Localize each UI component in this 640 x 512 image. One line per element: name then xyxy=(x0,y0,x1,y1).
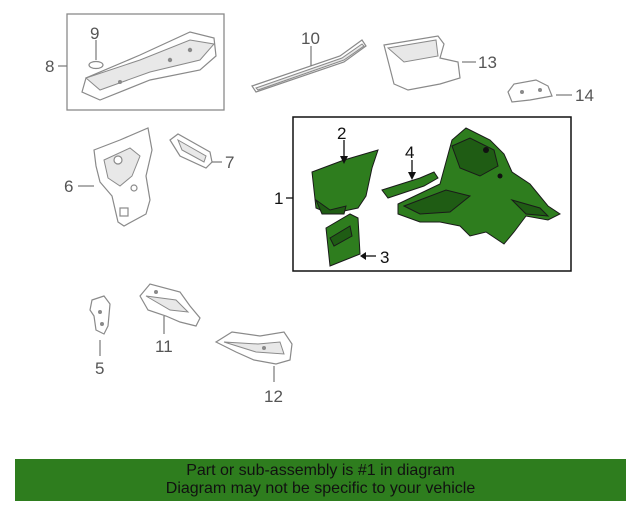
banner-line-1: Part or sub-assembly is #1 in diagram xyxy=(186,462,455,479)
callout-13: 13 xyxy=(478,53,497,72)
part-12-channel[interactable] xyxy=(214,331,293,365)
part-2-panel[interactable] xyxy=(311,149,379,215)
part-14-bracket[interactable] xyxy=(507,79,553,103)
callout-14: 14 xyxy=(575,86,594,105)
part-5-bracket[interactable] xyxy=(89,295,111,335)
part-13-panel[interactable] xyxy=(383,35,461,91)
part-3-bracket[interactable] xyxy=(325,213,361,267)
callout-7: 7 xyxy=(225,153,234,172)
callout-6: 6 xyxy=(64,177,73,196)
banner-line-2: Diagram may not be specific to your vehi… xyxy=(165,480,476,497)
part-1-apron-assembly[interactable] xyxy=(397,127,561,245)
callout-10: 10 xyxy=(301,29,320,48)
disclaimer-banner: Part or sub-assembly is #1 in diagram Di… xyxy=(15,459,626,501)
callout-9: 9 xyxy=(90,24,99,43)
callout-4: 4 xyxy=(405,143,414,162)
callout-2: 2 xyxy=(337,124,346,143)
callout-5: 5 xyxy=(95,359,104,378)
part-9-grommet[interactable] xyxy=(88,60,104,70)
part-11-channel[interactable] xyxy=(139,283,201,327)
part-6-panel[interactable] xyxy=(93,127,153,227)
callout-8: 8 xyxy=(45,57,54,76)
part-7-bracket[interactable] xyxy=(169,133,213,169)
callout-11: 11 xyxy=(155,337,173,356)
callout-1: 1 xyxy=(274,189,283,208)
part-4-strip[interactable] xyxy=(381,171,439,199)
part-10-strip[interactable] xyxy=(251,39,367,93)
callout-12: 12 xyxy=(264,387,283,406)
callout-3: 3 xyxy=(380,248,389,267)
part-8-rail[interactable] xyxy=(81,31,217,101)
